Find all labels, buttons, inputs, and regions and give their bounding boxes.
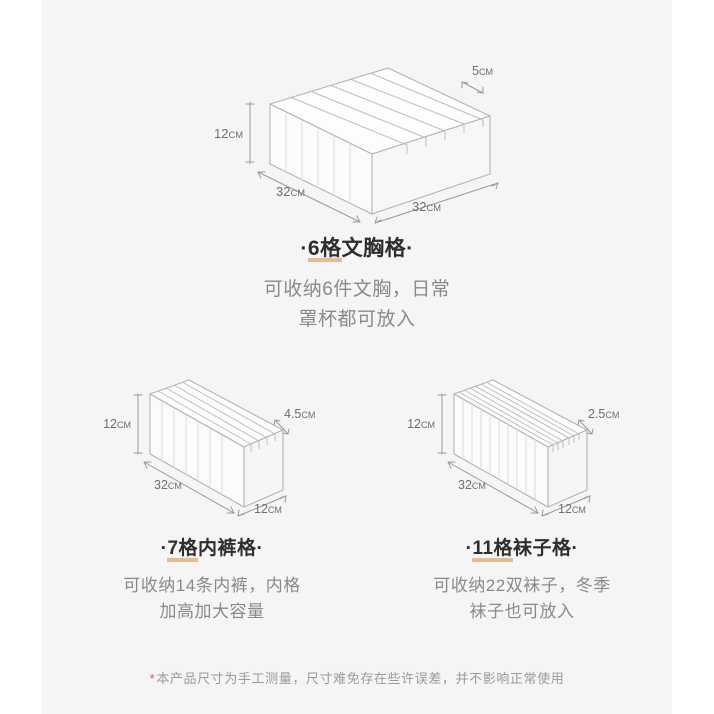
product-text-sock: ·11格袜子格· 可收纳22双袜子，冬季 袜子也可放入 <box>372 538 672 625</box>
title-dot-left: · <box>465 538 473 559</box>
dimension-label-height-bra: 12CM <box>214 126 243 141</box>
product-text-underwear: ·7格内裤格· 可收纳14条内裤，内格 加高加大容量 <box>62 538 362 625</box>
asterisk-marker: * <box>149 671 156 686</box>
dimension-height-bra: 12CM <box>214 101 255 165</box>
desc-line-2: 罩杯都可放入 <box>298 308 416 330</box>
product-text-bra: ·6格文胸格· 可收纳6件文胸，日常 罩杯都可放入 <box>157 236 557 334</box>
desc-line-1: 可收纳6件文胸，日常 <box>263 279 451 301</box>
dividers-underwear <box>157 381 276 452</box>
desc-line-2: 加高加大容量 <box>159 602 265 622</box>
title-dot-left: · <box>300 237 308 260</box>
title-highlight-sock: 11格 <box>472 538 514 562</box>
dimension-width-bra: 32CM <box>374 182 499 224</box>
dividers-sock <box>458 381 580 452</box>
title-dot-right: · <box>571 538 579 559</box>
title-dot-left: · <box>160 538 168 559</box>
seams-sock <box>462 399 536 499</box>
dimension-label-depth-underwear: 32CM <box>154 478 182 492</box>
title-highlight-bra: 6格 <box>307 237 342 263</box>
box-outline-bra <box>269 67 491 215</box>
dimension-label-slot-underwear: 4.5CM <box>284 407 315 421</box>
dimension-width-underwear: 12CM <box>237 495 287 517</box>
title-rest-sock: 袜子格 <box>513 538 572 559</box>
dimension-label-width-bra: 32CM <box>412 199 441 214</box>
dimension-label-height-underwear: 12CM <box>103 417 131 431</box>
product-desc-underwear: 可收纳14条内裤，内格 加高加大容量 <box>62 573 362 626</box>
title-dot-right: · <box>256 538 264 559</box>
dimension-depth-bra: 32CM <box>257 171 361 223</box>
product-title-bra: ·6格文胸格· <box>157 236 557 263</box>
title-rest-bra: 文胸格 <box>341 237 407 260</box>
seams-bra <box>285 112 351 204</box>
product-desc-sock: 可收纳22双袜子，冬季 袜子也可放入 <box>372 573 672 626</box>
product-desc-bra: 可收纳6件文胸，日常 罩杯都可放入 <box>157 275 557 334</box>
footer-note-text: 本产品尺寸为手工测量，尺寸难免存在些许误差，并不影响正常使用 <box>156 671 565 686</box>
product-diagram-bra: 12CM 32CM <box>200 46 530 236</box>
dimension-label-depth-sock: 32CM <box>458 478 486 492</box>
dimension-height-underwear: 12CM <box>103 393 143 455</box>
dimension-depth-sock: 32CM <box>447 461 539 514</box>
dimension-height-sock: 12CM <box>407 393 447 455</box>
dimension-label-depth-bra: 32CM <box>276 184 305 199</box>
dimension-label-height-sock: 12CM <box>407 417 435 431</box>
product-title-underwear: ·7格内裤格· <box>62 538 362 562</box>
dimension-width-sock: 12CM <box>541 495 591 517</box>
box-outline-underwear <box>149 379 284 508</box>
dimension-slot-underwear: 4.5CM <box>273 407 315 435</box>
dimension-label-width-underwear: 12CM <box>254 502 282 516</box>
product-diagram-underwear: 12CM 32CM <box>88 372 338 527</box>
dimension-slot-sock: 2.5CM <box>577 407 619 435</box>
product-title-sock: ·11格袜子格· <box>372 538 672 562</box>
desc-line-1: 可收纳14条内裤，内格 <box>123 575 301 595</box>
seams-underwear <box>161 401 223 495</box>
title-rest-underwear: 内裤格 <box>198 538 257 559</box>
product-diagram-sock: 12CM 32CM <box>398 372 648 527</box>
dimension-depth-underwear: 32CM <box>143 461 235 514</box>
dimension-slot-bra: 5CM <box>461 64 493 94</box>
dimension-label-slot-bra: 5CM <box>472 64 493 78</box>
title-dot-right: · <box>406 237 414 260</box>
dividers-bra <box>289 72 484 154</box>
desc-line-1: 可收纳22双袜子，冬季 <box>433 575 611 595</box>
desc-line-2: 袜子也可放入 <box>469 602 575 622</box>
title-highlight-underwear: 7格 <box>167 538 199 562</box>
dimension-label-slot-sock: 2.5CM <box>588 407 619 421</box>
footer-disclaimer: *本产品尺寸为手工测量，尺寸难免存在些许误差，并不影响正常使用 <box>0 668 714 687</box>
dimension-label-width-sock: 12CM <box>558 502 586 516</box>
